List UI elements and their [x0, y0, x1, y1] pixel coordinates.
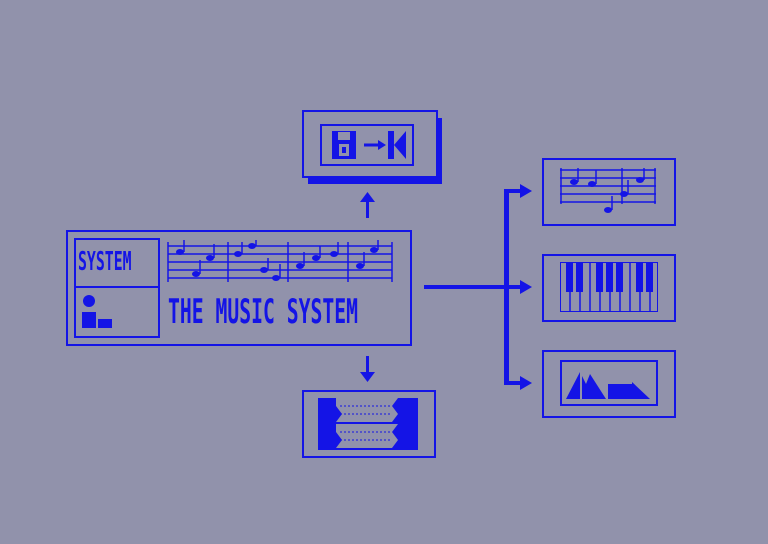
app-title: THE MUSIC SYSTEM [168, 292, 358, 332]
disk-to-computer-icon [332, 131, 406, 159]
connector-horizontal [424, 285, 506, 289]
user-icon[interactable] [80, 292, 116, 332]
waveform-icon [566, 372, 650, 399]
disk-menu-inner [320, 124, 414, 166]
printer-menu-button[interactable] [302, 390, 436, 458]
system-label: SYSTEM [78, 247, 132, 277]
up-arrow-icon [360, 192, 375, 202]
synth-menu-button[interactable] [542, 350, 676, 418]
right-arrow-icon-top [520, 184, 532, 198]
main-panel [66, 230, 412, 346]
user-icon-box [74, 286, 160, 338]
right-arrow-icon-bottom [520, 376, 532, 390]
music-staff-icon [167, 240, 393, 282]
music-score-icon [560, 168, 656, 213]
keyboard-menu-button[interactable] [542, 254, 676, 322]
editor-menu-button[interactable] [542, 158, 676, 226]
down-arrow-icon [360, 356, 375, 382]
connector-bottom-branch [504, 381, 524, 385]
synth-icon-frame [560, 360, 658, 406]
connector-mid-branch [504, 285, 524, 289]
connector-top-branch [504, 189, 524, 193]
printer-icon [318, 398, 418, 450]
right-arrow-icon-mid [520, 280, 532, 294]
up-arrow-line [366, 198, 369, 218]
piano-keyboard-icon [560, 262, 658, 312]
